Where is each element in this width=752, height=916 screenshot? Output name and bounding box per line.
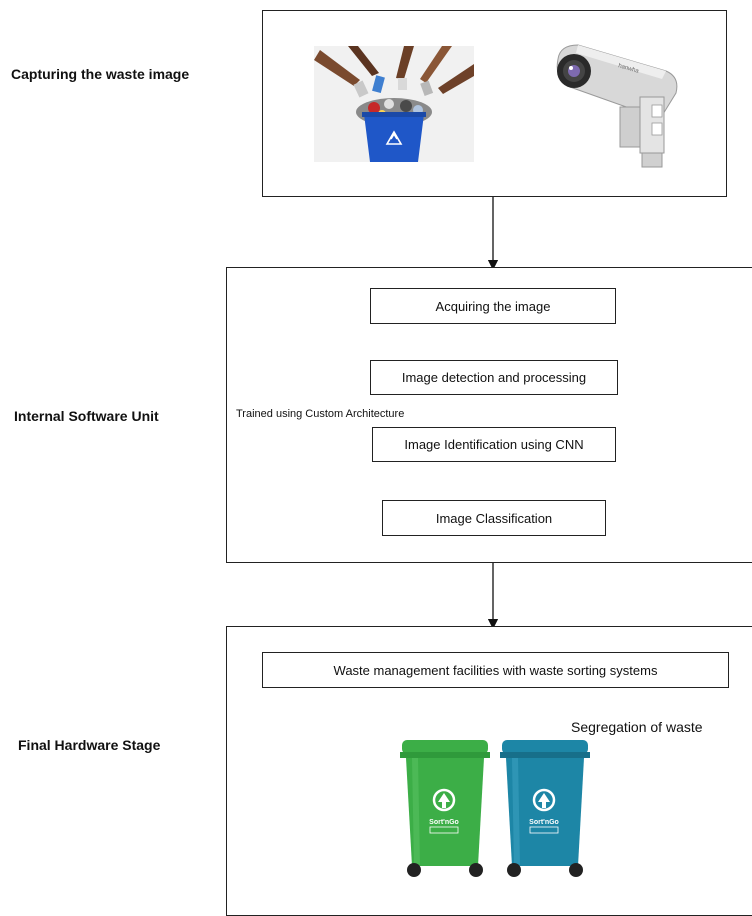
step-classification: Image Classification	[382, 500, 606, 536]
teal-bin: Sort'nGo	[500, 740, 590, 877]
step-acquiring-image: Acquiring the image	[370, 288, 616, 324]
training-note: Trained using Custom Architecture	[236, 408, 405, 420]
cctv-camera-image: hanwha	[556, 44, 678, 168]
stage-label-hardware: Final Hardware Stage	[18, 737, 161, 753]
green-bin-brand: Sort'nGo	[429, 819, 459, 826]
step-identification-cnn: Image Identification using CNN	[372, 427, 616, 462]
step-detection-processing: Image detection and processing	[370, 360, 618, 395]
waste-bins-image: Sort'nGo Sort'nGo	[400, 740, 590, 877]
waste-disposal-image	[314, 46, 474, 162]
segregation-caption: Segregation of waste	[571, 719, 703, 735]
camera-brand-text: hanwha	[617, 63, 639, 75]
stage-label-software: Internal Software Unit	[14, 408, 159, 424]
facility-box: Waste management facilities with waste s…	[262, 652, 729, 688]
green-bin: Sort'nGo	[400, 740, 490, 877]
capture-stage-frame: hanwha	[262, 10, 727, 197]
stage-label-capture: Capturing the waste image	[11, 66, 190, 82]
teal-bin-brand: Sort'nGo	[529, 819, 559, 826]
